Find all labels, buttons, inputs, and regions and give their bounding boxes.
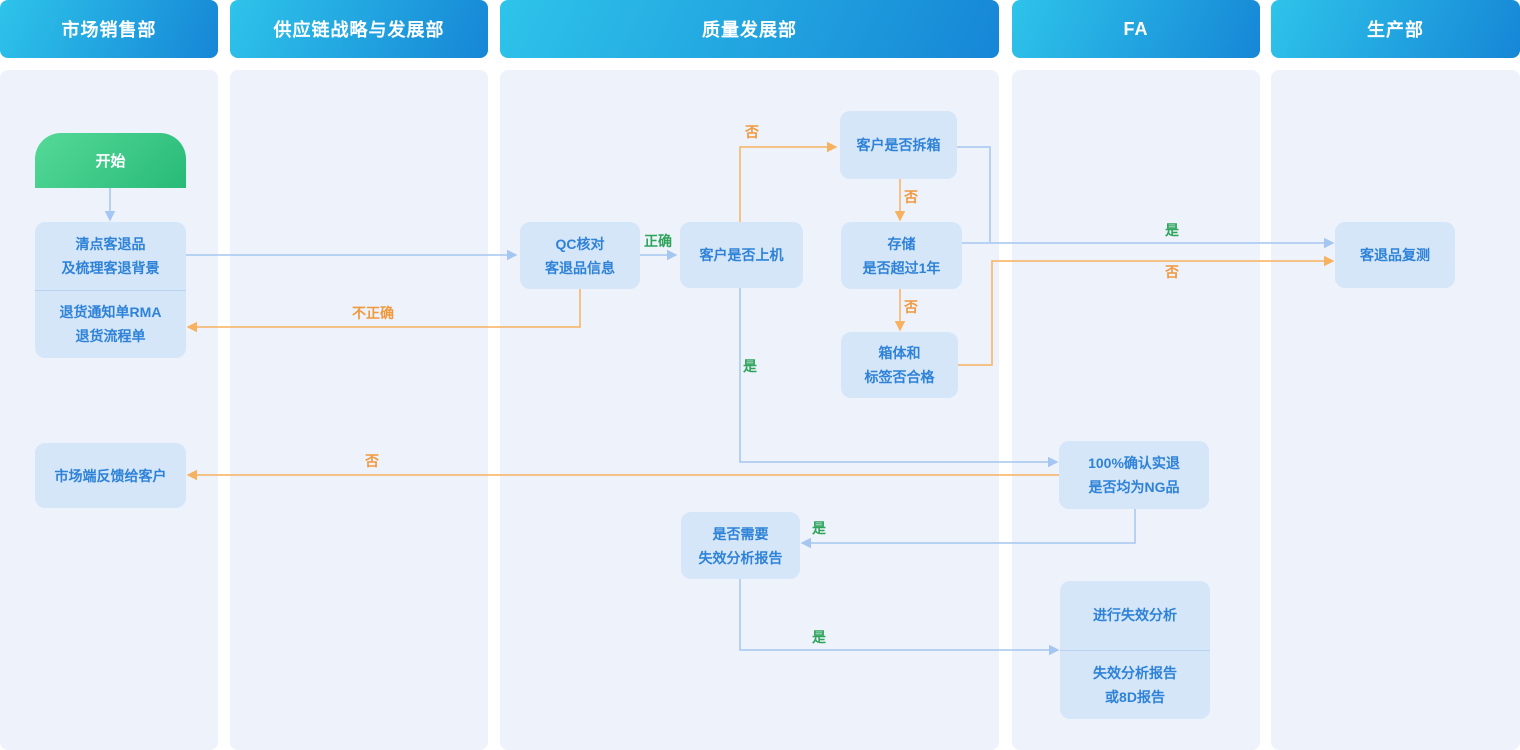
lane-header-marketing: 市场销售部 xyxy=(0,0,218,58)
lane-body-production xyxy=(1271,70,1520,750)
node-unboxed: 客户是否拆箱 xyxy=(840,111,957,179)
edge-label-correct: 正确 xyxy=(644,233,672,249)
edge-label-no-feedback: 否 xyxy=(365,453,379,469)
edge-label-yes-confirm: 是 xyxy=(743,358,757,374)
edge-label-no-unbox: 否 xyxy=(745,124,759,140)
lane-header-production: 生产部 xyxy=(1271,0,1520,58)
edge-label-yes-dofa: 是 xyxy=(812,629,826,645)
edge-label-yes-retest: 是 xyxy=(1165,222,1179,238)
node-qc-check: QC核对 客退品信息 xyxy=(520,222,640,289)
edge-label-no-storage: 否 xyxy=(904,189,918,205)
lane-body-supplychain xyxy=(230,70,488,750)
node-retest: 客退品复测 xyxy=(1335,222,1455,288)
node-box-label-ok: 箱体和 标签否合格 xyxy=(841,332,958,398)
edge-label-yes-needfa: 是 xyxy=(812,520,826,536)
node-start: 开始 xyxy=(35,133,186,188)
lane-header-supplychain: 供应链战略与发展部 xyxy=(230,0,488,58)
node-storage-1y: 存储 是否超过1年 xyxy=(841,222,962,289)
node-tally: 清点客退品 及梳理客退背景 xyxy=(61,235,160,276)
edge-label-incorrect: 不正确 xyxy=(352,305,394,321)
edge-label-no-retest: 否 xyxy=(1165,264,1179,280)
node-on-machine: 客户是否上机 xyxy=(680,222,803,288)
lane-header-fa: FA xyxy=(1012,0,1260,58)
node-confirm-ng: 100%确认实退 是否均为NG品 xyxy=(1059,441,1209,509)
node-feedback-customer: 市场端反馈给客户 xyxy=(35,443,186,508)
node-tally-rma-group: 清点客退品 及梳理客退背景 退货通知单RMA 退货流程单 xyxy=(35,222,186,358)
node-fa-report: 失效分析报告 或8D报告 xyxy=(1060,649,1210,720)
edge-label-no-boxlabel: 否 xyxy=(904,299,918,315)
node-do-fa: 进行失效分析 xyxy=(1093,607,1177,624)
node-need-fa: 是否需要 失效分析报告 xyxy=(681,512,800,579)
node-fa-group: 进行失效分析 失效分析报告 或8D报告 xyxy=(1060,581,1210,719)
node-rma: 退货通知单RMA 退货流程单 xyxy=(35,289,186,359)
lane-header-quality: 质量发展部 xyxy=(500,0,999,58)
